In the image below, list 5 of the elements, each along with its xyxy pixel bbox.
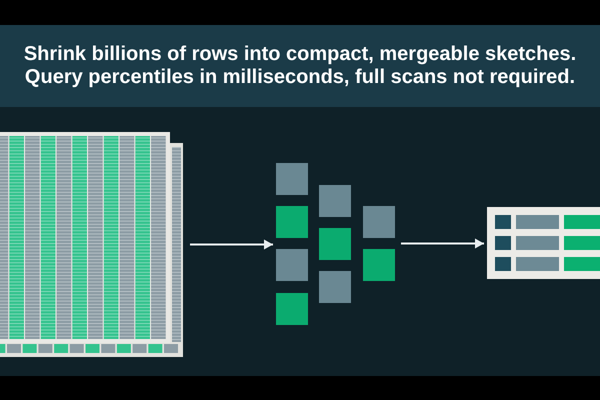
headline-text: Shrink billions of rows into compact, mergeable sketches. Query percentiles in milliseconds, full scans not required. <box>22 43 578 89</box>
data-table-drawing <box>0 132 184 358</box>
result-table-drawing <box>487 207 600 279</box>
arrow <box>190 240 273 250</box>
arrow <box>401 238 484 248</box>
